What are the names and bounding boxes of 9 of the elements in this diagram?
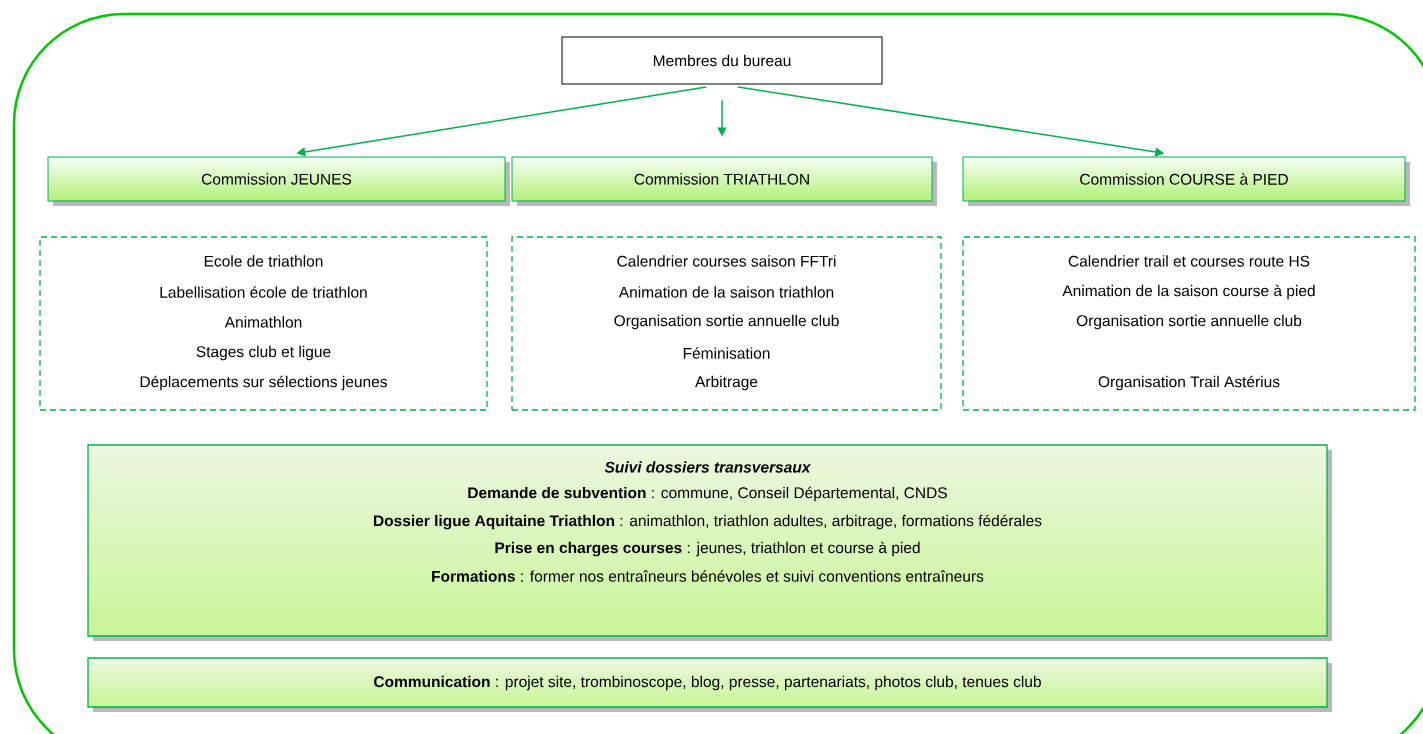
process-box: Membres du bureau [561, 36, 883, 85]
info-box: Communication : projet site, trombinoscope, blog, presse, partenariats, photos club, tenues club [87, 657, 1332, 712]
commission-box: Commission JEUNES [47, 156, 510, 206]
task-list-box: Calendrier courses saison FFTri Animation de la saison triathlon Organisation sortie annuelle club Féminisation Arbitrage [511, 236, 942, 411]
task-list-box: Ecole de triathlon Labellisation école de triathlon Animathlon Stages club et ligue Déplacements sur sélections jeunes [39, 236, 488, 411]
task-list-box: Calendrier trail et courses route HS Animation de la saison course à pied Organisation sortie annuelle club Organisation Trail Astérius [962, 236, 1416, 411]
commission-box: Commission TRIATHLON [511, 156, 937, 206]
commission-box: Commission COURSE à PIED [962, 156, 1410, 206]
info-box: Suivi dossiers transversaux Demande de subvention : commune, Conseil Départemental, CNDS Dossier ligue Aquitaine Triathlon : animathlon, triathlon adultes, arbitrage, formations fédérales Prise en charges courses : jeunes, triathlon et course à pied Formations : former nos entraîneurs bénévoles et suivi conventions entraîneurs [87, 444, 1332, 641]
